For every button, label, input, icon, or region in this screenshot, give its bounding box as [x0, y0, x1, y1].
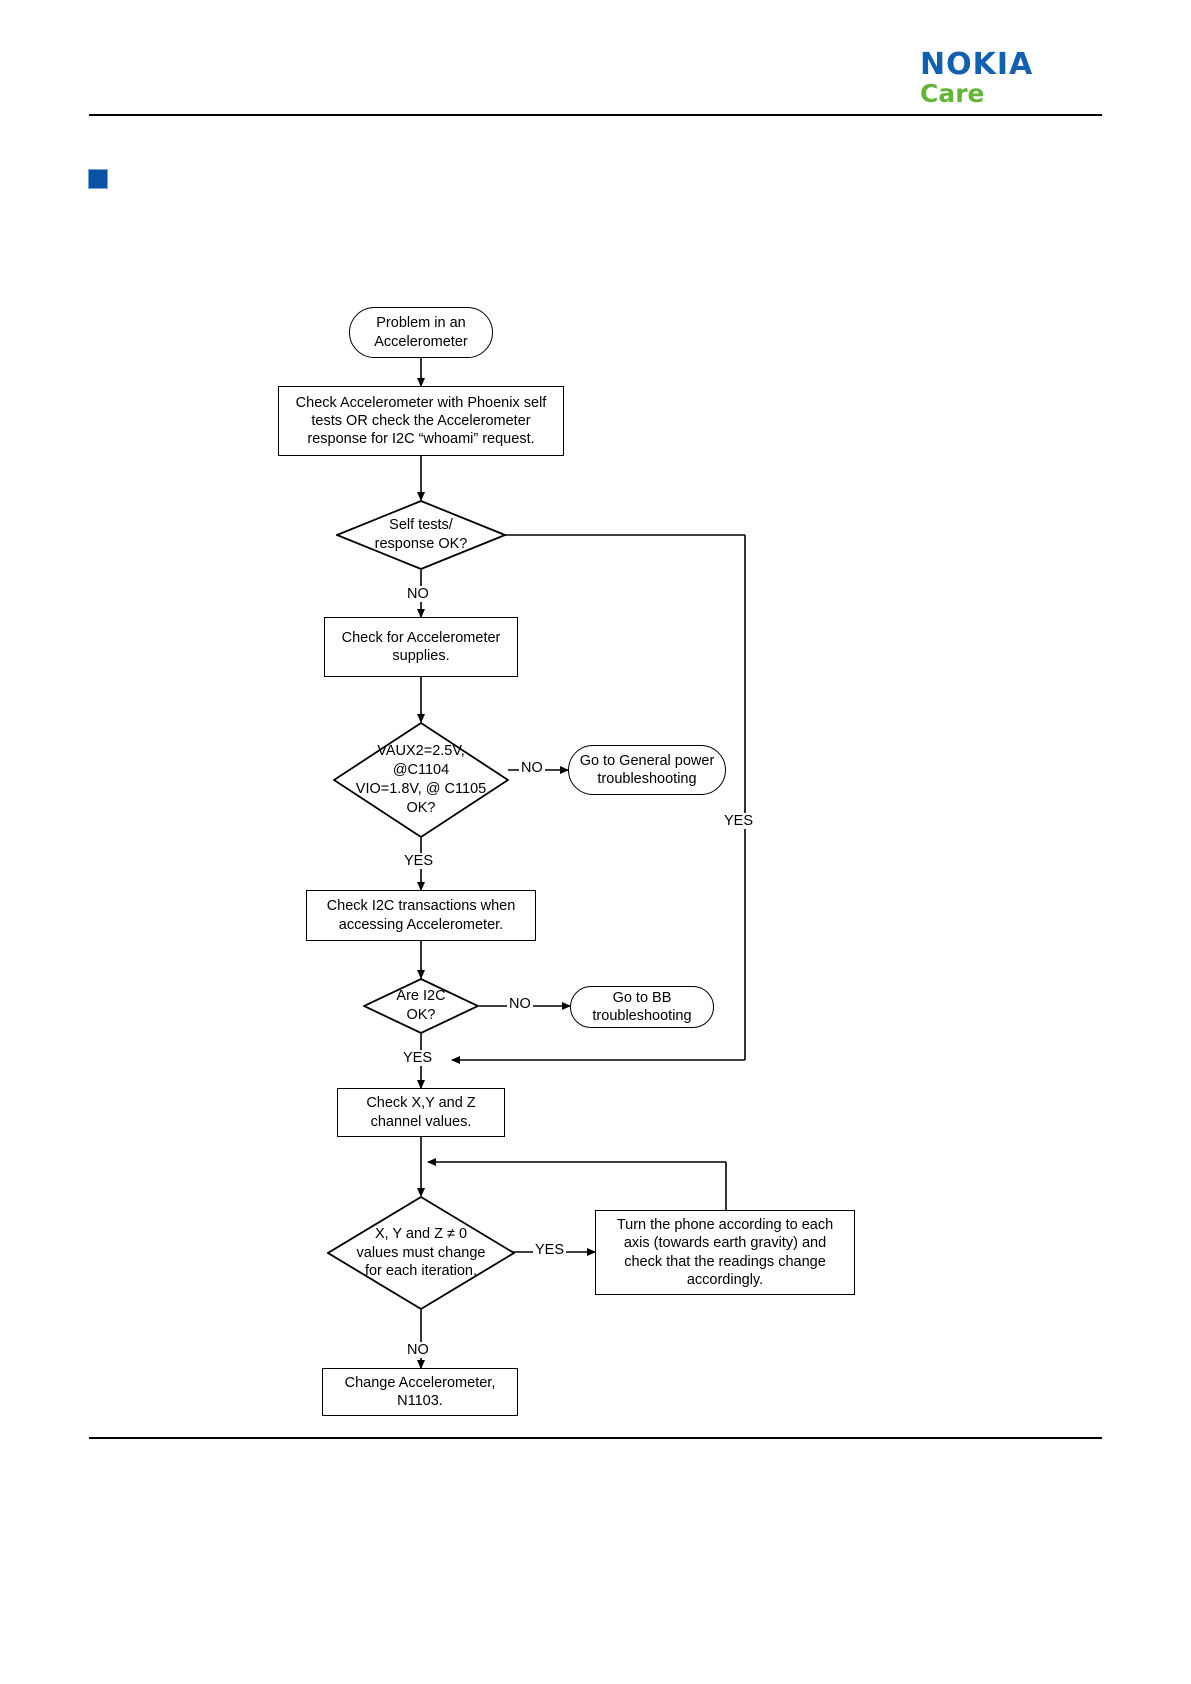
edge-label-voltage-no: NO — [519, 760, 545, 776]
edge-label-self-tests-no: NO — [405, 586, 431, 602]
flow-node-change-accelerometer-label: Change Accelerometer, N1103. — [344, 1374, 496, 1409]
nokia-care-logo: NOKIA Care — [920, 47, 1060, 108]
flow-node-bb-troubleshooting-label: Go to BB troubleshooting — [592, 989, 692, 1024]
flow-node-change-accelerometer[interactable]: Change Accelerometer, N1103. — [322, 1368, 518, 1416]
section-bullet-marker — [88, 169, 108, 189]
flow-node-turn-phone-label: Turn the phone according to each axis (t… — [616, 1217, 834, 1288]
flow-node-check-i2c[interactable]: Check I2C transactions when accessing Ac… — [306, 890, 536, 941]
diamond-outline — [336, 500, 506, 570]
flow-node-xyz-must-change-label: X, Y and Z ≠ 0 values must change for ea… — [356, 1225, 486, 1280]
edge-label-xyz-yes: YES — [533, 1242, 567, 1258]
flow-node-check-xyz-label: Check X,Y and Z channel values. — [366, 1095, 476, 1130]
flow-node-check-phoenix[interactable]: Check Accelerometer with Phoenix self te… — [278, 386, 564, 456]
flow-node-voltage-ok[interactable]: VAUX2=2.5V, @C1104 VIO=1.8V, @ C1105 OK? — [333, 722, 509, 838]
flow-node-self-tests-ok[interactable]: Self tests/ response OK? — [336, 500, 506, 570]
edge-label-i2c-yes: YES — [401, 1050, 435, 1066]
edge-label-self-tests-yes: YES — [722, 813, 756, 829]
flow-node-self-tests-ok-label: Self tests/ response OK? — [374, 517, 468, 552]
flow-node-check-phoenix-label: Check Accelerometer with Phoenix self te… — [295, 394, 547, 448]
flow-node-check-xyz[interactable]: Check X,Y and Z channel values. — [337, 1088, 505, 1137]
nokia-wordmark: NOKIA — [920, 47, 1034, 82]
diamond-outline — [327, 1196, 515, 1310]
flow-node-general-power[interactable]: Go to General power troubleshooting — [568, 745, 726, 795]
header-rule — [89, 114, 1102, 116]
edge-label-voltage-yes: YES — [402, 853, 436, 869]
edge-label-xyz-no: NO — [405, 1342, 431, 1358]
diamond-outline — [363, 978, 479, 1034]
flow-node-start[interactable]: Problem in an Accelerometer — [349, 307, 493, 358]
flow-node-general-power-label: Go to General power troubleshooting — [579, 752, 715, 787]
flow-node-check-i2c-label: Check I2C transactions when accessing Ac… — [326, 898, 516, 933]
flow-node-voltage-ok-label: VAUX2=2.5V, @C1104 VIO=1.8V, @ C1105 OK? — [355, 743, 487, 816]
flow-node-i2c-ok-label: Are I2C OK? — [396, 988, 446, 1023]
diamond-outline — [333, 722, 509, 838]
flow-node-start-label: Problem in an Accelerometer — [374, 315, 468, 350]
flow-node-turn-phone[interactable]: Turn the phone according to each axis (t… — [595, 1210, 855, 1295]
flow-node-xyz-must-change[interactable]: X, Y and Z ≠ 0 values must change for ea… — [327, 1196, 515, 1310]
flow-node-i2c-ok[interactable]: Are I2C OK? — [363, 978, 479, 1034]
footer-rule — [89, 1437, 1102, 1439]
flow-node-bb-troubleshooting[interactable]: Go to BB troubleshooting — [570, 986, 714, 1028]
care-wordmark: Care — [920, 79, 985, 108]
flow-node-check-supplies-label: Check for Accelerometer supplies. — [341, 629, 501, 664]
flow-node-check-supplies[interactable]: Check for Accelerometer supplies. — [324, 617, 518, 677]
edge-label-i2c-no: NO — [507, 996, 533, 1012]
